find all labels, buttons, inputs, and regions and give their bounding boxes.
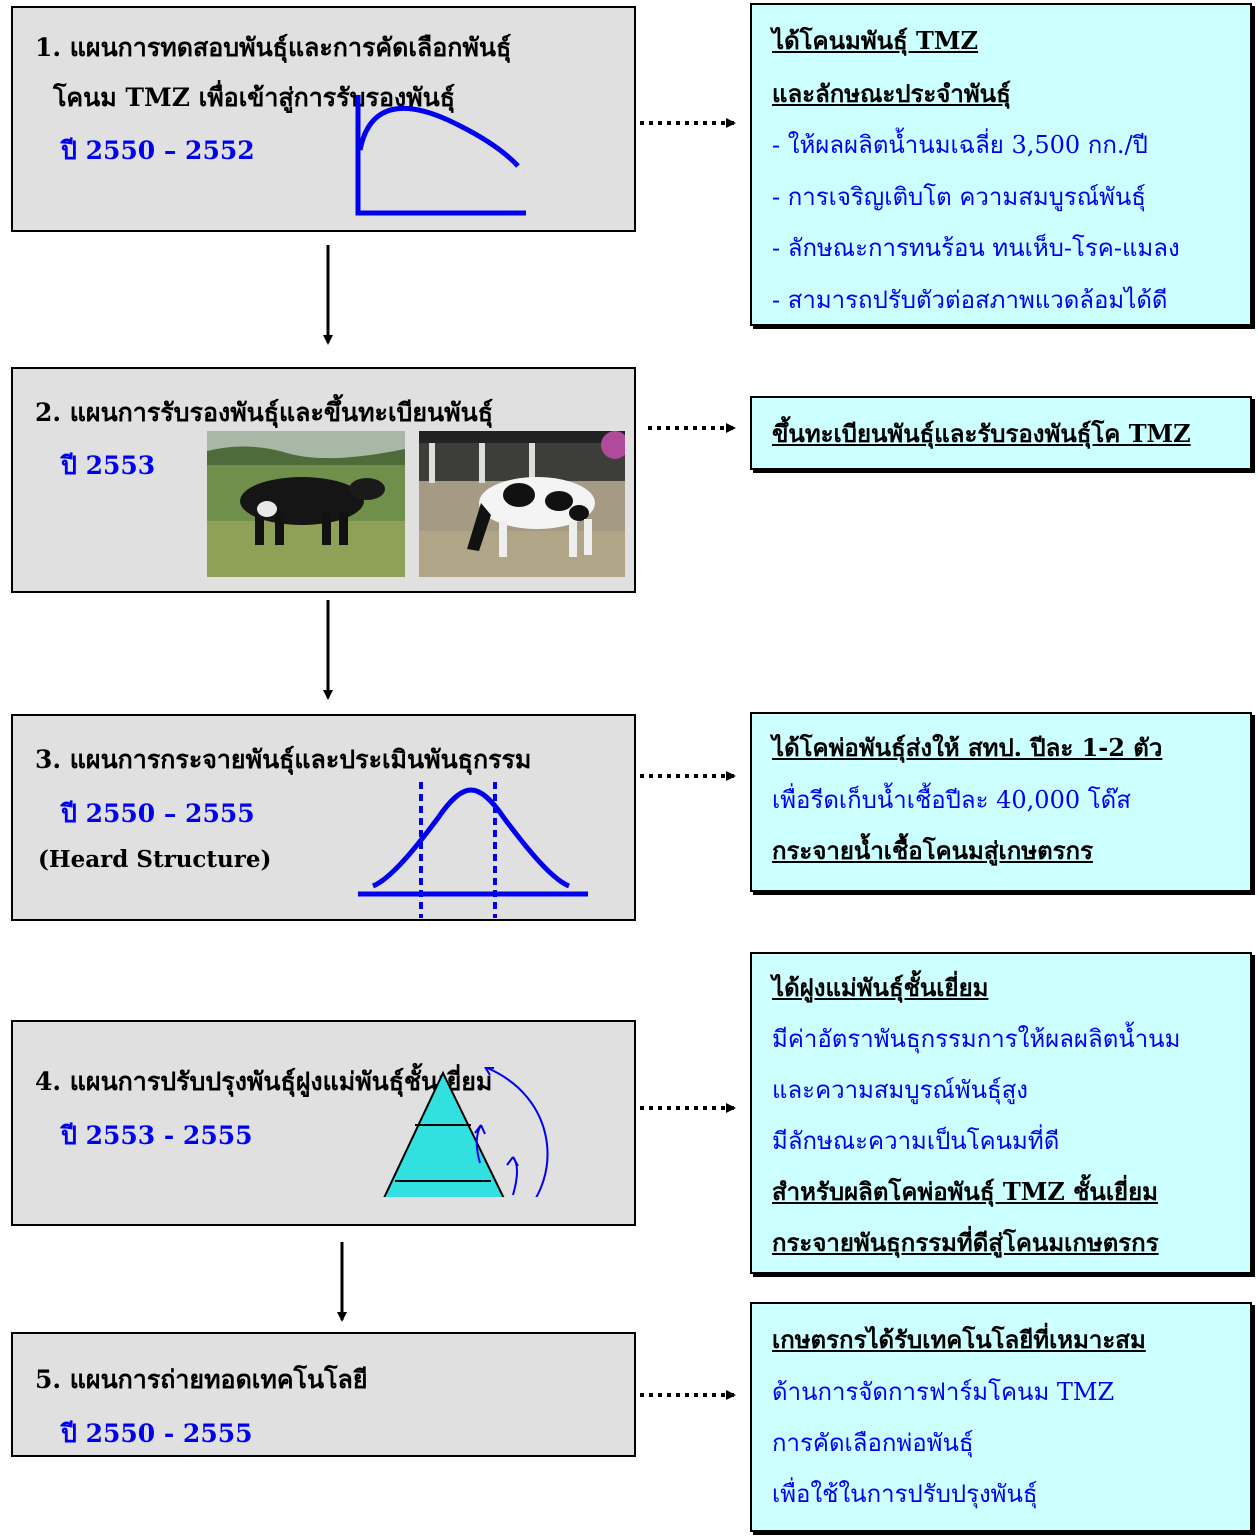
plan-box-4: 4. แผนการปรับปรุงพันธุ์ฝูงแม่พันธุ์ชั้นเ… — [11, 1020, 636, 1226]
result-1-heading-1: ได้โคนมพันธุ์ TMZ — [772, 26, 979, 55]
plan-3-note: (Heard Structure) — [38, 846, 272, 873]
plan-5-title: 5. แผนการถ่ายทอดเทคโนโลยี — [35, 1365, 368, 1394]
result-box-1: ได้โคนมพันธุ์ TMZ และลักษณะประจำพันธุ์ -… — [750, 3, 1252, 326]
plan-box-2: 2. แผนการรับรองพันธุ์และขึ้นทะเบียนพันธุ… — [11, 367, 636, 593]
result-4-item-1: มีค่าอัตราพันธุกรรมการให้ผลผลิตน้ำนม — [772, 1025, 1181, 1053]
plan-1-title-line2: โคนม TMZ เพื่อเข้าสู่การรับรองพันธุ์ — [53, 83, 456, 112]
plan-box-5: 5. แผนการถ่ายทอดเทคโนโลยี ปี 2550 - 2555 — [11, 1332, 636, 1457]
result-5-item-2: การคัดเลือกพ่อพันธุ์ — [772, 1429, 974, 1457]
result-1-item-1: - ให้ผลผลิตน้ำนมเฉลี่ย 3,500 กก./ปี — [772, 131, 1148, 159]
result-3-item-1: เพื่อรีดเก็บน้ำเชื้อปีละ 40,000 โด๊ส — [772, 786, 1131, 814]
result-3-item-2: กระจายน้ำเชื้อโคนมสู่เกษตรกร — [772, 836, 1093, 865]
bell-curve-icon — [358, 782, 588, 918]
plan-box-1: 1. แผนการทดสอบพันธุ์และการคัดเลือกพันธุ์… — [11, 6, 636, 232]
plan-box-3: 3. แผนการกระจายพันธุ์และประเมินพันธุกรรม… — [11, 714, 636, 921]
result-box-5: เกษตรกรได้รับเทคโนโลยีที่เหมาะสม ด้านการ… — [750, 1302, 1252, 1532]
plan-4-year: ปี 2553 - 2555 — [61, 1121, 253, 1150]
plan-1-year: ปี 2550 – 2552 — [61, 136, 255, 165]
result-5-heading: เกษตรกรได้รับเทคโนโลยีที่เหมาะสม — [772, 1325, 1146, 1354]
result-1-item-4: - สามารถปรับตัวต่อสภาพแวดล้อมได้ดี — [772, 286, 1168, 314]
result-1-heading-2: และลักษณะประจำพันธุ์ — [772, 79, 1011, 108]
plan-5-year: ปี 2550 - 2555 — [61, 1419, 253, 1448]
result-1-item-2: - การเจริญเติบโต ความสมบูรณ์พันธุ์ — [772, 183, 1146, 211]
result-4-item-5: กระจายพันธุกรรมที่ดีสู่โคนมเกษตรกร — [772, 1228, 1159, 1257]
result-box-4: ได้ฝูงแม่พันธุ์ชั้นเยี่ยม มีค่าอัตราพันธ… — [750, 952, 1252, 1274]
result-1-item-3: - ลักษณะการทนร้อน ทนเห็บ-โรค-แมลง — [772, 234, 1180, 262]
result-3-heading: ได้โคพ่อพันธุ์ส่งให้ สทป. ปีละ 1-2 ตัว — [772, 733, 1163, 762]
plan-1-title-line1: 1. แผนการทดสอบพันธุ์และการคัดเลือกพันธุ์ — [35, 33, 512, 62]
plan-3-year: ปี 2550 – 2555 — [61, 799, 255, 828]
result-2-heading: ขึ้นทะเบียนพันธุ์และรับรองพันธุ์โค TMZ — [772, 419, 1191, 448]
plan-2-title: 2. แผนการรับรองพันธุ์และขึ้นทะเบียนพันธุ… — [35, 398, 493, 427]
cow-photo — [419, 431, 625, 577]
bull-photo — [207, 431, 405, 577]
result-5-item-3: เพื่อใช้ในการปรับปรุงพันธุ์ — [772, 1480, 1038, 1508]
plan-4-title: 4. แผนการปรับปรุงพันธุ์ฝูงแม่พันธุ์ชั้นเ… — [35, 1067, 493, 1096]
result-box-3: ได้โคพ่อพันธุ์ส่งให้ สทป. ปีละ 1-2 ตัว เ… — [750, 712, 1252, 892]
result-4-item-2: และความสมบูรณ์พันธุ์สูง — [772, 1076, 1028, 1104]
result-4-item-3: มีลักษณะความเป็นโคนมที่ดี — [772, 1127, 1060, 1155]
result-5-item-1: ด้านการจัดการฟาร์มโคนม TMZ — [772, 1378, 1115, 1406]
result-4-heading: ได้ฝูงแม่พันธุ์ชั้นเยี่ยม — [772, 973, 989, 1002]
result-box-2: ขึ้นทะเบียนพันธุ์และรับรองพันธุ์โค TMZ — [750, 396, 1252, 470]
result-4-item-4: สำหรับผลิตโคพ่อพันธุ์ TMZ ชั้นเยี่ยม — [772, 1177, 1158, 1206]
declining-curve-icon — [355, 95, 526, 216]
pyramid-icon — [383, 1067, 549, 1197]
plan-2-year: ปี 2553 — [61, 451, 156, 480]
plan-3-title: 3. แผนการกระจายพันธุ์และประเมินพันธุกรรม — [35, 745, 532, 774]
